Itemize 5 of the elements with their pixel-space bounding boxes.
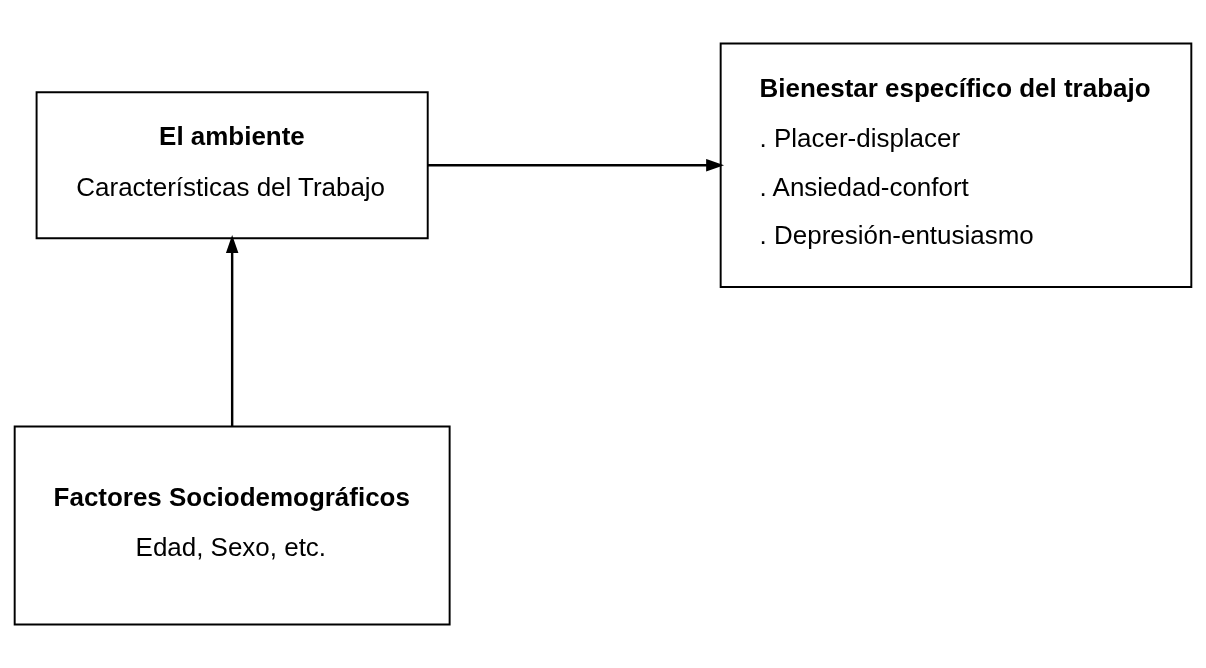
node-box: Bienestar específico del trabajo . Placer-displacer . Ansiedad-confort . Depresión-entusiasmo <box>719 42 1193 288</box>
node-box: El ambiente Características del Trabajo <box>35 91 429 240</box>
node-box: Factores Sociodemográficos Edad, Sexo, etc. <box>13 425 451 626</box>
arrow <box>427 158 724 172</box>
arrow <box>225 235 239 427</box>
